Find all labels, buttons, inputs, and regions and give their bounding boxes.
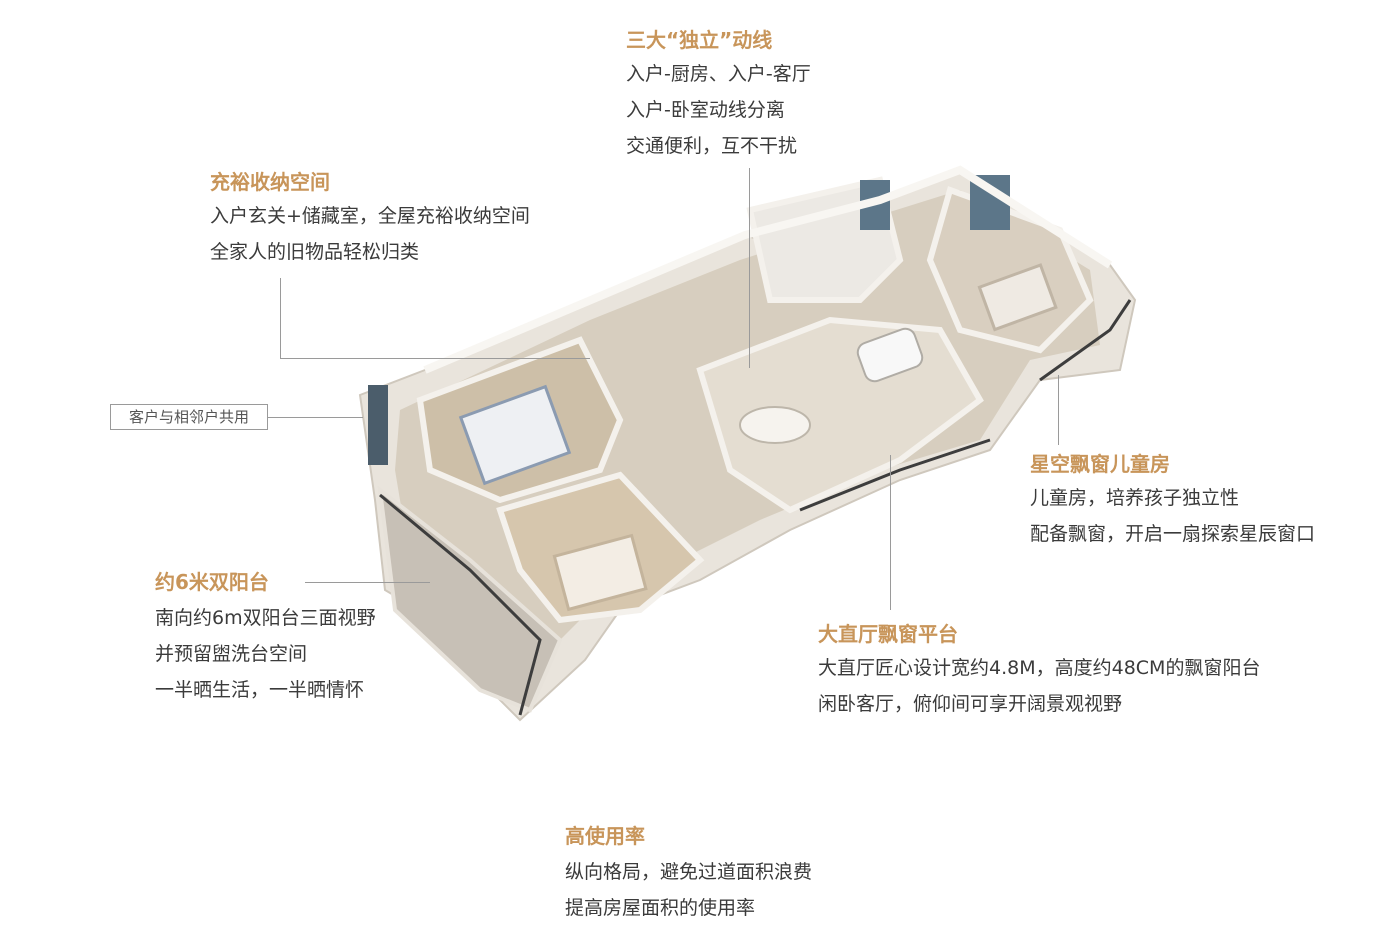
leader-living bbox=[890, 455, 891, 610]
kids-room-desc: 儿童房，培养孩子独立性 配备飘窗，开启一扇探索星辰窗口 bbox=[1030, 480, 1315, 552]
leader-kids bbox=[1058, 375, 1059, 445]
kids-room-line-1: 儿童房，培养孩子独立性 bbox=[1030, 487, 1240, 509]
balcony-railing bbox=[379, 493, 542, 716]
kids-bed bbox=[977, 263, 1058, 332]
wall-top bbox=[423, 165, 1113, 374]
balcony-line-1: 南向约6m双阳台三面视野 bbox=[155, 607, 376, 629]
living-platform-line-1: 大直厅匠心设计宽约4.8M，高度约48CM的飘窗阳台 bbox=[818, 657, 1261, 679]
balcony-line-2: 并预留盥洗台空间 bbox=[155, 643, 308, 665]
coffee-table bbox=[739, 406, 811, 444]
leader-storage-h bbox=[280, 358, 590, 359]
circulation-desc: 入户-厨房、入户-客厅 入户-卧室动线分离 交通便利，互不干扰 bbox=[626, 56, 811, 164]
kids-room-line-2: 配备飘窗，开启一扇探索星辰窗口 bbox=[1030, 523, 1316, 545]
second-bed bbox=[552, 533, 648, 612]
bay-window-glass bbox=[368, 385, 388, 465]
living-railing bbox=[799, 438, 991, 512]
kids-railing bbox=[1039, 299, 1132, 382]
living-platform-desc: 大直厅匠心设计宽约4.8M，高度约48CM的飘窗阳台 闲卧客厅，俯仰间可享开阔景… bbox=[818, 650, 1260, 722]
circulation-line-3: 交通便利，互不干扰 bbox=[626, 135, 798, 157]
storage-desc: 入户玄关+储藏室，全屋充裕收纳空间 全家人的旧物品轻松归类 bbox=[210, 198, 530, 270]
leader-balcony bbox=[305, 582, 430, 583]
storage-line-1: 入户玄关+储藏室，全屋充裕收纳空间 bbox=[210, 205, 530, 227]
circulation-title: 三大“独立”动线 bbox=[626, 28, 773, 52]
balcony-desc: 南向约6m双阳台三面视野 并预留盥洗台空间 一半晒生活，一半晒情怀 bbox=[155, 600, 376, 708]
leader-circulation bbox=[749, 168, 750, 368]
kids-room-title: 星空飘窗儿童房 bbox=[1030, 452, 1170, 476]
balcony-title: 约6米双阳台 bbox=[155, 570, 269, 594]
storage-line-2: 全家人的旧物品轻松归类 bbox=[210, 241, 420, 263]
balcony-line-3: 一半晒生活，一半晒情怀 bbox=[155, 679, 365, 701]
master-bed bbox=[458, 384, 572, 486]
circulation-line-2: 入户-卧室动线分离 bbox=[626, 99, 785, 121]
dining-table bbox=[856, 327, 924, 383]
balcony bbox=[377, 485, 563, 713]
living-platform-line-2: 闲卧客厅，俯仰间可享开阔景观视野 bbox=[818, 693, 1123, 715]
shared-area-label: 客户与相邻户共用 bbox=[110, 404, 268, 430]
circulation-line-1: 入户-厨房、入户-客厅 bbox=[626, 63, 811, 85]
efficiency-line-2: 提高房屋面积的使用率 bbox=[565, 897, 756, 919]
leader-shared bbox=[268, 417, 363, 418]
efficiency-desc: 纵向格局，避免过道面积浪费 提高房屋面积的使用率 bbox=[565, 854, 812, 926]
efficiency-title: 高使用率 bbox=[565, 824, 645, 848]
storage-title: 充裕收纳空间 bbox=[210, 170, 330, 194]
efficiency-line-1: 纵向格局，避免过道面积浪费 bbox=[565, 861, 813, 883]
living-platform-title: 大直厅飘窗平台 bbox=[818, 622, 958, 646]
leader-storage-v bbox=[280, 278, 281, 358]
